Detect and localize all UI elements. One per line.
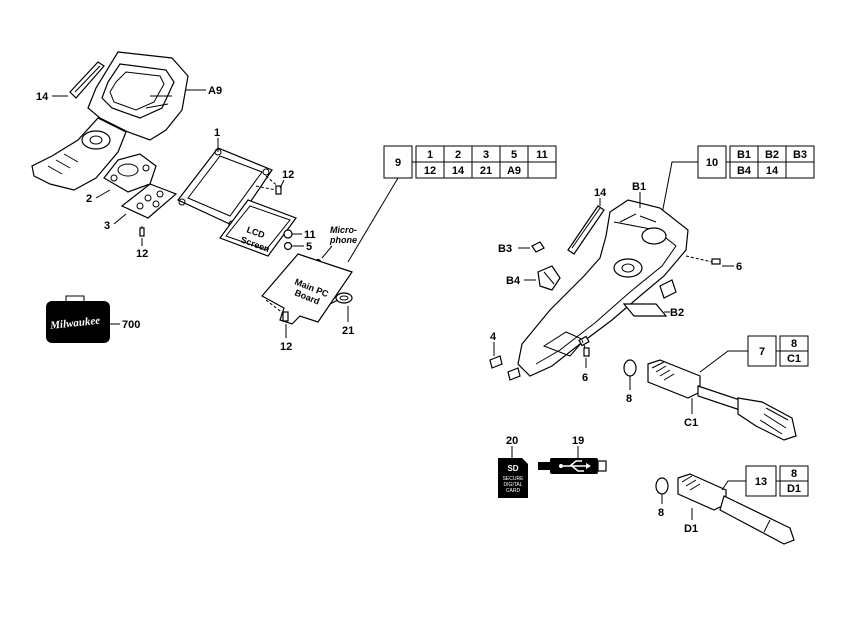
part-21-cable bbox=[329, 292, 353, 305]
screw-12-left bbox=[139, 226, 145, 246]
table-7-cell: 8 bbox=[791, 338, 797, 350]
table-13-cell: D1 bbox=[787, 483, 801, 495]
o-ring-8-upper bbox=[623, 359, 637, 377]
table-9-cell: 14 bbox=[452, 165, 465, 177]
table-7-key: 7 bbox=[759, 346, 765, 358]
callout-6-lower: 6 bbox=[582, 372, 588, 384]
callout-4: 4 bbox=[490, 331, 497, 343]
callout-3: 3 bbox=[104, 220, 110, 232]
callout-b1: B1 bbox=[632, 181, 646, 193]
sd-card-20: SD SECURE DIGITAL CARD bbox=[498, 458, 528, 498]
part-14-right-strip bbox=[567, 205, 605, 255]
screw-6-right bbox=[685, 255, 721, 265]
part-1-display-frame bbox=[177, 147, 273, 228]
probe-c1 bbox=[647, 359, 797, 441]
callout-5: 5 bbox=[306, 241, 312, 253]
table-10-cell: B3 bbox=[793, 149, 807, 161]
reference-table-13: 13 8 D1 bbox=[721, 465, 809, 497]
callout-d1: D1 bbox=[684, 523, 698, 535]
table-9-cell: A9 bbox=[507, 165, 521, 177]
table-7-cell: C1 bbox=[787, 353, 801, 365]
callout-20: 20 bbox=[506, 435, 518, 447]
reference-table-10: 10 B1 B2 B3 B4 14 bbox=[661, 145, 815, 215]
lcd-screen: LCD Screen bbox=[219, 199, 297, 257]
reference-table-7: 7 8 C1 bbox=[699, 335, 809, 373]
sd-card-label-1: SECURE bbox=[503, 476, 525, 482]
reference-table-9: 9 1 2 3 5 11 12 14 21 A9 bbox=[347, 145, 557, 263]
callout-2: 2 bbox=[86, 193, 92, 205]
microphone-label-1: Micro- bbox=[330, 225, 357, 235]
table-10-cell: B2 bbox=[765, 149, 779, 161]
callout-11: 11 bbox=[304, 229, 316, 241]
callout-14-right: 14 bbox=[594, 187, 607, 199]
part-4-foot bbox=[489, 355, 521, 381]
screw-12-bottom bbox=[265, 299, 289, 338]
part-3-button-board bbox=[120, 183, 178, 219]
callout-12-c: 12 bbox=[280, 341, 292, 353]
table-10-cell: 14 bbox=[766, 165, 779, 177]
o-ring-8-lower bbox=[655, 477, 669, 495]
callout-8-lower: 8 bbox=[658, 507, 664, 519]
table-9-cell: 2 bbox=[455, 149, 461, 161]
table-9-row-1: 1 2 3 5 11 bbox=[415, 145, 557, 163]
callout-12-a: 12 bbox=[136, 248, 148, 260]
callout-700: 700 bbox=[122, 319, 140, 331]
part-2-keypad bbox=[103, 153, 157, 193]
callout-8-upper: 8 bbox=[626, 393, 632, 405]
table-10-key: 10 bbox=[706, 157, 718, 169]
table-9-cell: 12 bbox=[424, 165, 436, 177]
table-9-cell: 3 bbox=[483, 149, 489, 161]
table-9-row-2: 12 14 21 A9 bbox=[415, 161, 557, 179]
callout-b4: B4 bbox=[506, 275, 521, 287]
sd-card-label-top: SD bbox=[507, 464, 518, 473]
case-logo-text: Milwaukee bbox=[49, 315, 101, 332]
callout-12-b: 12 bbox=[282, 169, 294, 181]
callout-19: 19 bbox=[572, 435, 584, 447]
housing-b1 bbox=[517, 199, 689, 377]
callout-b3: B3 bbox=[498, 243, 512, 255]
main-pc-board: Main PC Board bbox=[261, 253, 353, 325]
screw-12-upper bbox=[255, 175, 282, 195]
table-9-key: 9 bbox=[395, 157, 401, 169]
housing-a9 bbox=[31, 51, 189, 191]
table-13-key: 13 bbox=[755, 476, 767, 488]
table-10-cell: B1 bbox=[737, 149, 751, 161]
callout-6-right: 6 bbox=[736, 261, 742, 273]
table-9-cell: 1 bbox=[427, 149, 433, 161]
carrying-case-700: Milwaukee bbox=[46, 295, 110, 343]
callout-c1: C1 bbox=[684, 417, 698, 429]
screw-6-lower bbox=[581, 339, 590, 368]
callout-14-left: 14 bbox=[36, 91, 49, 103]
part-b2-panel bbox=[622, 303, 668, 317]
table-9-cell: 21 bbox=[480, 165, 492, 177]
part-b3-clip bbox=[531, 241, 545, 253]
usb-cable-19 bbox=[538, 458, 607, 474]
callout-1: 1 bbox=[214, 127, 220, 139]
table-9-cell: 11 bbox=[536, 149, 548, 161]
part-14-trim-strip bbox=[69, 61, 105, 99]
microphone-label-2: phone bbox=[329, 235, 357, 245]
probe-d1 bbox=[677, 473, 795, 545]
sd-card-label-2: DIGITAL bbox=[503, 482, 522, 488]
table-9-cell: 5 bbox=[511, 149, 517, 161]
part-5-fastener bbox=[283, 241, 293, 251]
callout-21: 21 bbox=[342, 325, 354, 337]
callout-b2: B2 bbox=[670, 307, 684, 319]
part-b4-latch bbox=[537, 265, 561, 291]
table-13-cell: 8 bbox=[791, 468, 797, 480]
part-11-fastener bbox=[283, 229, 293, 239]
table-10-cell: B4 bbox=[737, 165, 752, 177]
sd-card-label-3: CARD bbox=[506, 488, 521, 494]
callout-a9: A9 bbox=[208, 85, 222, 97]
